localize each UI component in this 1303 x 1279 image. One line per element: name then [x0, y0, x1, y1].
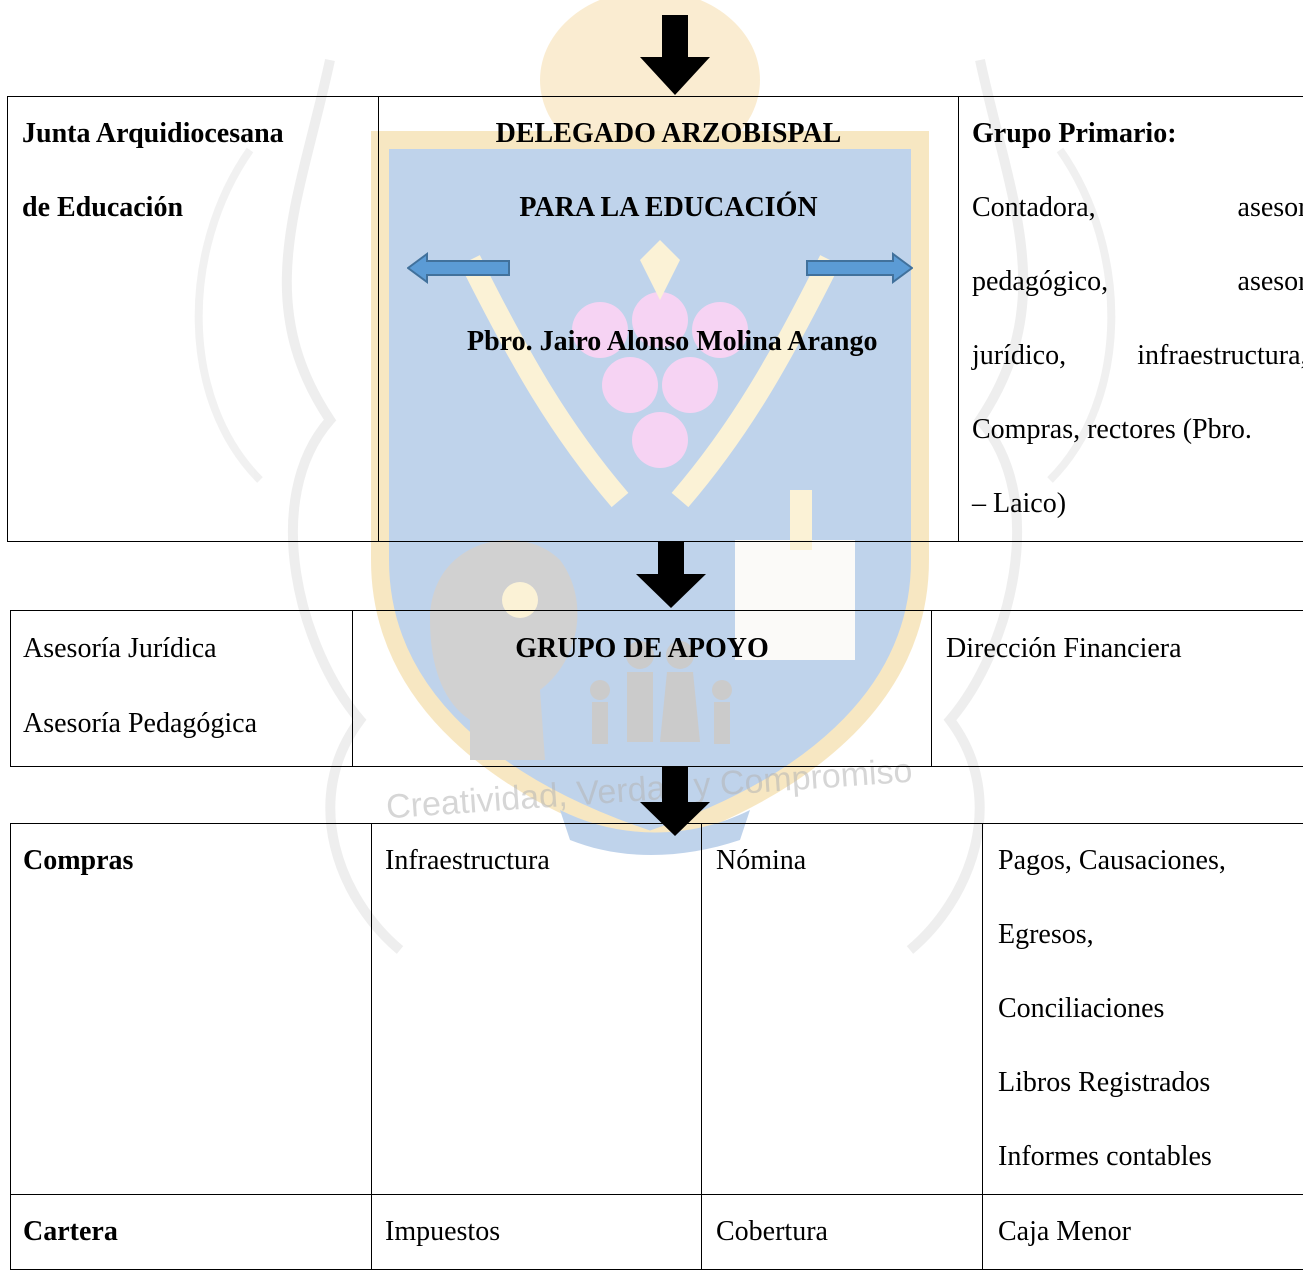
- board-cell: Junta Arquidiocesana de Educación: [7, 96, 379, 542]
- finance-direction: Dirección Financiera: [946, 633, 1182, 664]
- down-arrow-icon: [636, 542, 706, 608]
- accounting-task: Informes contables: [998, 1141, 1212, 1172]
- dept-cell: Caja Menor: [982, 1194, 1303, 1270]
- down-arrow-icon: [640, 766, 710, 836]
- advisory-pedagogical: Asesoría Pedagógica: [23, 708, 258, 739]
- left-arrow-icon: [407, 252, 510, 284]
- primary-group-cell: Grupo Primario: Contadora, asesor pedagó…: [958, 96, 1303, 542]
- departments-table: Compras Infraestructura Nómina Pagos, Ca…: [10, 823, 1303, 1270]
- primary-group-word: jurídico,: [972, 340, 1067, 371]
- board-line-1: Junta Arquidiocesana: [22, 118, 284, 149]
- dept-taxes: Impuestos: [385, 1216, 501, 1247]
- leadership-table: Junta Arquidiocesana de Educación DELEGA…: [7, 96, 1303, 542]
- dept-cell: Nómina: [701, 823, 983, 1195]
- dept-cell: Pagos, Causaciones, Egresos, Conciliacio…: [982, 823, 1303, 1195]
- primary-group-line-3: jurídico, infraestructura,: [972, 319, 1303, 393]
- accounting-task: Libros Registrados: [998, 1067, 1211, 1098]
- delegate-title-1: DELEGADO ARZOBISPAL: [495, 118, 842, 149]
- dept-cell: Impuestos: [371, 1194, 702, 1270]
- right-arrow-icon: [806, 252, 913, 284]
- accounting-task: Egresos,: [998, 919, 1094, 950]
- dept-petty-cash: Caja Menor: [998, 1216, 1131, 1247]
- primary-group-line-1: Contadora, asesor: [972, 171, 1303, 245]
- accounting-task: Conciliaciones: [998, 993, 1165, 1024]
- primary-group-word: Contadora,: [972, 192, 1096, 223]
- dept-cell: Infraestructura: [371, 823, 702, 1195]
- dept-payroll: Nómina: [716, 845, 807, 876]
- dept-cell: Cartera: [10, 1194, 372, 1270]
- primary-group-line-5: – Laico): [972, 488, 1067, 519]
- dept-purchases: Compras: [23, 845, 134, 876]
- delegate-name: Pbro. Jairo Alonso Molina Arango: [467, 326, 878, 357]
- delegate-title-2: PARA LA EDUCACIÓN: [519, 192, 818, 223]
- board-line-2: de Educación: [22, 192, 184, 223]
- primary-group-line-2: pedagógico, asesor: [972, 245, 1303, 319]
- primary-group-word: asesor: [1237, 192, 1303, 223]
- dept-cell: Compras: [10, 823, 372, 1195]
- finance-cell: Dirección Financiera: [931, 610, 1303, 767]
- dept-portfolio: Cartera: [23, 1216, 118, 1247]
- primary-group-word: infraestructura,: [1137, 340, 1303, 371]
- support-group-table: Asesoría Jurídica Asesoría Pedagógica GR…: [10, 610, 1303, 767]
- advisory-legal: Asesoría Jurídica: [23, 633, 217, 664]
- advisory-cell: Asesoría Jurídica Asesoría Pedagógica: [10, 610, 353, 767]
- primary-group-line-4: Compras, rectores (Pbro.: [972, 414, 1252, 445]
- dept-coverage: Cobertura: [716, 1216, 828, 1247]
- primary-group-word: pedagógico,: [972, 266, 1109, 297]
- support-group-cell: GRUPO DE APOYO: [352, 610, 932, 767]
- down-arrow-icon: [640, 15, 710, 95]
- delegate-cell: DELEGADO ARZOBISPAL PARA LA EDUCACIÓN Pb…: [378, 96, 959, 542]
- primary-group-title: Grupo Primario:: [972, 118, 1177, 149]
- support-group-title: GRUPO DE APOYO: [515, 633, 769, 664]
- accounting-task: Pagos, Causaciones,: [998, 845, 1226, 876]
- dept-cell: Cobertura: [701, 1194, 983, 1270]
- dept-infrastructure: Infraestructura: [385, 845, 550, 876]
- primary-group-word: asesor: [1237, 266, 1303, 297]
